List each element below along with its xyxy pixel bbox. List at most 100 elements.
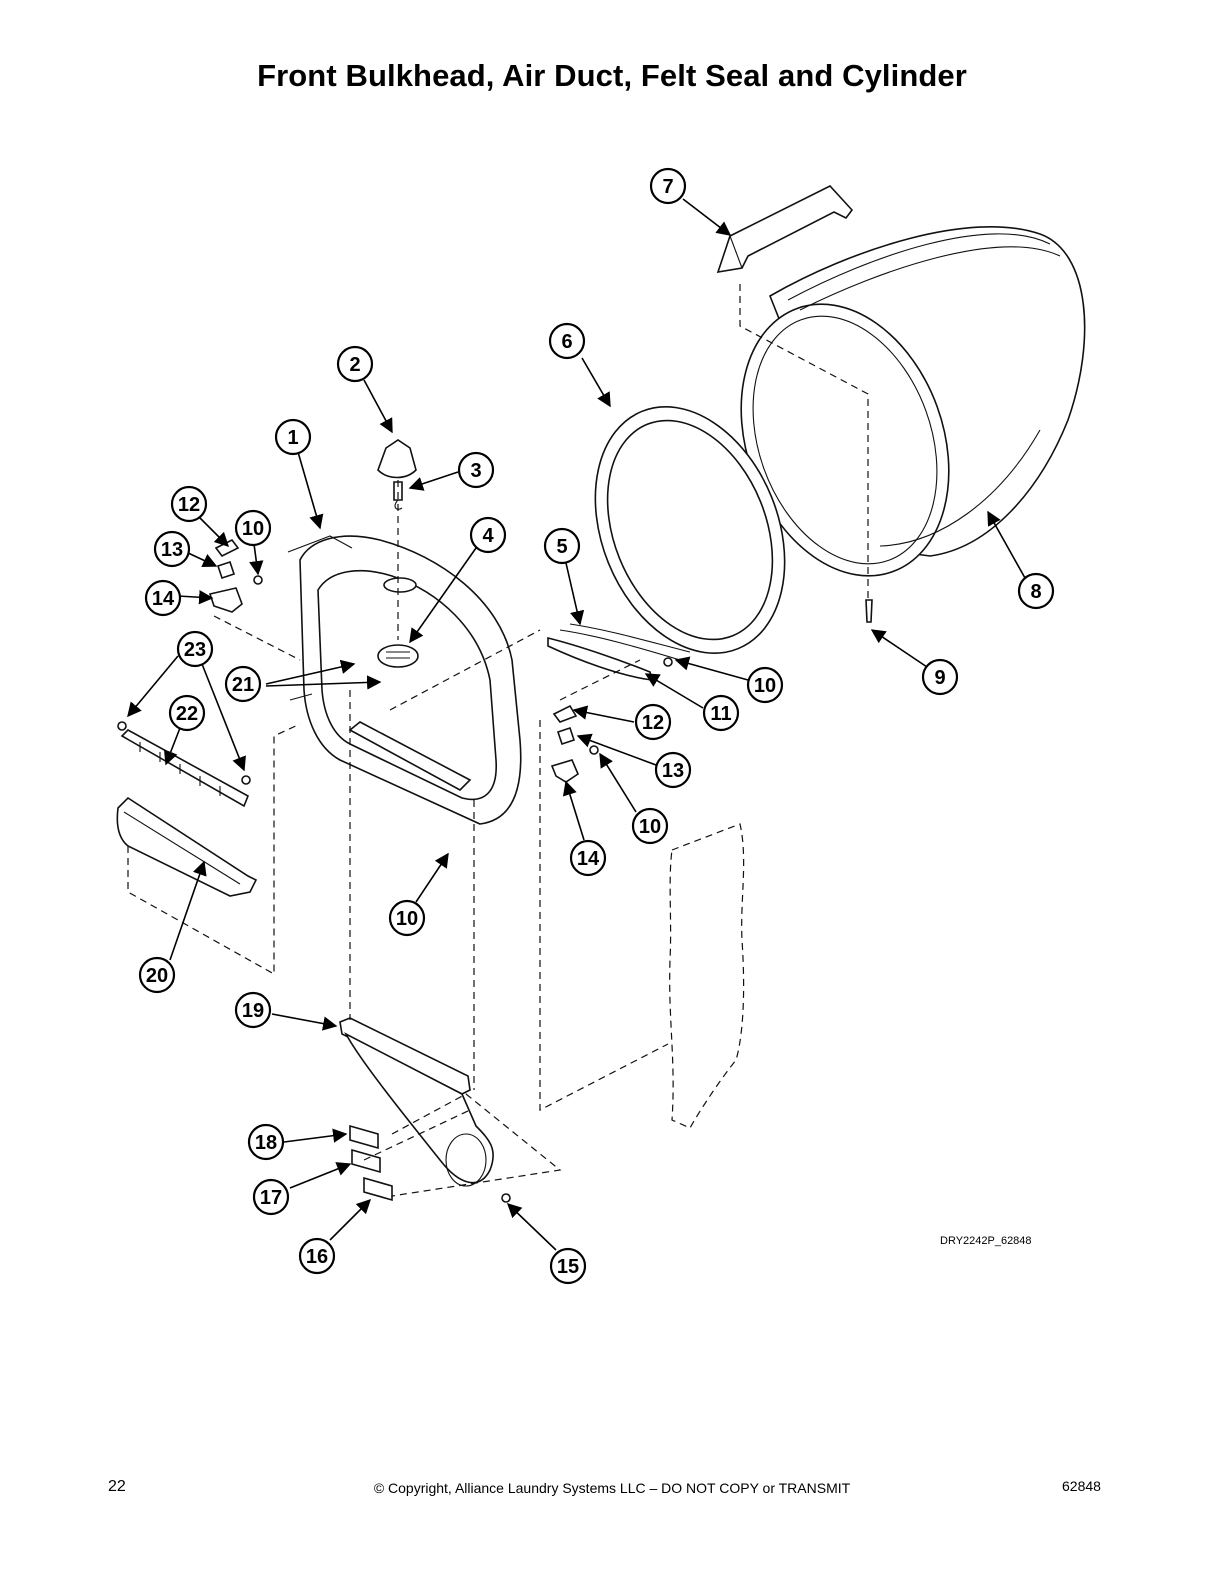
callout-number: 6 [561,331,572,353]
callout-10: 10 [388,899,426,937]
callout-number: 3 [470,460,481,482]
callout-circle [569,839,607,877]
callout-12: 12 [170,485,208,523]
callout-number: 11 [710,703,731,725]
callout-circle [457,451,495,489]
callout-10: 10 [234,509,272,547]
callout-number: 2 [349,354,360,376]
page-title: Front Bulkhead, Air Duct, Felt Seal and … [257,58,967,93]
callout-number: 8 [1030,581,1041,603]
callout-number: 13 [662,760,684,782]
callout-14: 14 [569,839,607,877]
callout-3: 3 [457,451,495,489]
callout-number: 12 [178,494,200,516]
callout-circle [336,345,374,383]
callout-5: 5 [543,527,581,565]
callout-23: 23 [176,630,214,668]
callout-number: 21 [232,674,254,696]
callout-number: 12 [642,712,664,734]
callout-4: 4 [469,516,507,554]
callout-circle [702,694,740,732]
switch-part [377,439,417,510]
callout-circle [543,527,581,565]
cylinder-drum-part [740,226,1086,577]
callout-circle [388,899,426,937]
callout-circle [234,991,272,1029]
callout-circle [274,418,312,456]
callout-circle [634,703,672,741]
callout-circle [654,751,692,789]
callout-10: 10 [746,666,784,704]
callout-9: 9 [921,658,959,696]
callout-14: 14 [144,579,182,617]
callout-circle [252,1178,290,1216]
callout-circle [1017,572,1055,610]
callout-circle [176,630,214,668]
callout-number: 17 [260,1187,282,1209]
callout-1: 1 [274,418,312,456]
lint-filter-part [116,721,258,897]
callout-number: 22 [176,703,198,725]
air-duct-part [339,1017,494,1187]
callout-6: 6 [548,322,586,360]
callout-10: 10 [631,807,669,845]
callout-circle [138,956,176,994]
callout-16: 16 [298,1237,336,1275]
callout-number: 23 [184,639,206,661]
top-shield-part [716,185,854,274]
callout-leaders [127,198,1026,1251]
callout-15: 15 [549,1247,587,1285]
callout-number: 13 [161,539,183,561]
side-panel-outline [669,823,745,1129]
callout-circle [234,509,272,547]
right-hinge-hardware-part [550,657,673,783]
callout-18: 18 [247,1123,285,1161]
callout-circle [631,807,669,845]
copyright-notice: © Copyright, Alliance Laundry Systems LL… [373,1480,851,1496]
callout-13: 13 [654,751,692,789]
callout-number: 19 [242,1000,264,1022]
drawing-code: DRY2242P_62848 [940,1235,1032,1247]
callout-12: 12 [634,703,672,741]
callout-circle [144,579,182,617]
callout-7: 7 [649,167,687,205]
callout-circle [649,167,687,205]
callout-number: 16 [306,1246,328,1268]
callout-number: 7 [662,176,673,198]
callout-11: 11 [702,694,740,732]
callout-circle [168,694,206,732]
assembly-guide-lines [127,284,869,1197]
callout-number: 10 [754,675,776,697]
callout-circle [247,1123,285,1161]
duct-screw-part [501,1193,511,1203]
grille-part [377,644,419,668]
callout-circle [469,516,507,554]
callout-number: 10 [242,518,264,540]
callout-circle [153,530,191,568]
callout-number: 15 [557,1256,579,1278]
front-bulkhead-part [287,535,522,825]
screw-part [865,599,873,623]
callout-17: 17 [252,1178,290,1216]
callout-circle [921,658,959,696]
callout-circle [224,665,262,703]
callout-number: 10 [639,816,661,838]
callout-number: 14 [152,588,175,610]
callout-number: 9 [934,667,945,689]
callout-number: 18 [255,1132,277,1154]
callout-13: 13 [153,530,191,568]
callout-number: 1 [287,427,298,449]
callout-circle [746,666,784,704]
callout-number: 10 [396,908,418,930]
callout-2: 2 [336,345,374,383]
callout-number: 14 [577,848,600,870]
page-number: 22 [108,1478,126,1495]
callout-circle [548,322,586,360]
callout-number: 4 [482,525,494,547]
callout-circle [298,1237,336,1275]
label-plates-part [349,1124,393,1202]
callout-8: 8 [1017,572,1055,610]
callout-22: 22 [168,694,206,732]
